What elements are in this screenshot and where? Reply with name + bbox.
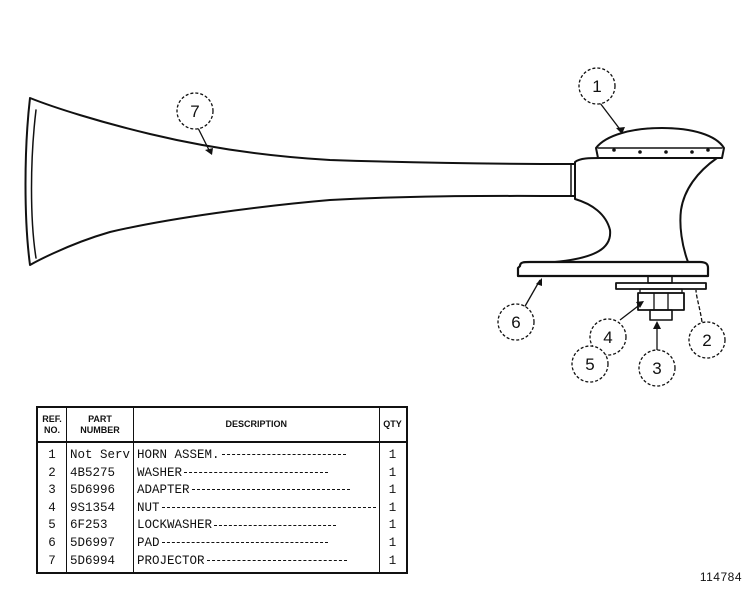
header-ref-no: REF.NO.: [36, 407, 67, 443]
drawing-number: 114784: [699, 570, 742, 584]
callout-7-circle: [176, 92, 214, 130]
row-ref-no: 7: [36, 552, 67, 574]
row-description: ADAPTER: [133, 482, 380, 500]
horn-illustration: 1 2 3 4 5 6 7: [24, 67, 726, 387]
projector-bell: [24, 97, 576, 266]
header-ref-line2: NO.: [43, 424, 60, 435]
lockwasher: [639, 288, 683, 294]
callout-2: 2: [702, 331, 711, 350]
adapter: [649, 309, 673, 321]
row-description-text: HORN ASSEM.: [137, 448, 222, 462]
callout-6: 6: [511, 313, 520, 332]
row-description: HORN ASSEM.: [133, 442, 380, 465]
row-qty: 1: [378, 517, 408, 535]
leader-dashes: [191, 489, 350, 491]
row-part-number: 4B5275: [65, 464, 135, 483]
header-qty: QTY: [378, 407, 408, 443]
callout-4-circle: [589, 318, 627, 356]
horn-exploded-drawing: 1 2 3 4 5 6 7: [24, 67, 726, 387]
row-qty: 1: [378, 464, 408, 483]
row-part-number: 5D6997: [65, 534, 135, 553]
leader-dashes: [221, 454, 346, 456]
header-part-line2: NUMBER: [80, 424, 120, 435]
callout-3: 3: [652, 359, 661, 378]
row-description-text: PROJECTOR: [137, 553, 207, 568]
row-description-text: PAD: [137, 535, 162, 550]
callout-2-circle: [688, 321, 726, 359]
row-qty: 1: [378, 499, 408, 518]
row-part-number: 6F253: [65, 517, 135, 535]
washer: [615, 282, 707, 290]
callout-1-circle: [578, 67, 616, 105]
callout-6-circle: [497, 303, 535, 341]
projector-inner-edge: [30, 109, 37, 259]
row-ref-no: 2: [36, 464, 67, 483]
row-description: NUT: [133, 499, 380, 518]
row-part-number: 9S1354: [65, 499, 135, 518]
row-description: LOCKWASHER: [133, 517, 380, 535]
header-part-line1: PART: [88, 413, 112, 424]
row-part-number: 5D6994: [65, 552, 135, 574]
header-ref-line1: REF.: [42, 413, 62, 424]
callout-3-circle: [638, 349, 676, 387]
row-description-text: NUT: [137, 500, 162, 515]
row-part-number: 5D6996: [65, 482, 135, 500]
row-qty: 1: [378, 552, 408, 574]
row-qty: 1: [378, 442, 408, 465]
row-description: WASHER: [133, 464, 380, 483]
row-qty: 1: [378, 534, 408, 553]
row-ref-no: 1: [36, 442, 67, 465]
row-description-text: WASHER: [137, 465, 185, 480]
horn-body: [554, 157, 718, 263]
header-description: DESCRIPTION: [133, 407, 380, 443]
row-description: PAD: [133, 534, 380, 553]
callout-4: 4: [603, 328, 612, 347]
row-description-text: ADAPTER: [137, 483, 192, 498]
callout-5: 5: [585, 355, 594, 374]
leader-dashes: [161, 506, 376, 508]
row-part-number: Not Serv: [65, 442, 135, 465]
callout-5-circle: [571, 345, 609, 383]
row-ref-no: 5: [36, 517, 67, 535]
leader-dashes: [214, 524, 337, 526]
row-qty: 1: [378, 482, 408, 500]
leader-dashes: [161, 542, 328, 544]
mount-stud: [647, 275, 673, 284]
row-description-text: LOCKWASHER: [137, 518, 215, 533]
pad-base: [516, 260, 710, 278]
row-ref-no: 4: [36, 499, 67, 518]
row-description: PROJECTOR: [133, 552, 380, 574]
callout-1: 1: [592, 77, 601, 96]
leader-dashes: [206, 559, 347, 561]
nut: [637, 292, 685, 311]
diaphragm-cover: [595, 127, 725, 159]
leader-dashes: [184, 471, 329, 473]
callout-7: 7: [190, 102, 199, 121]
row-ref-no: 3: [36, 482, 67, 500]
row-ref-no: 6: [36, 534, 67, 553]
